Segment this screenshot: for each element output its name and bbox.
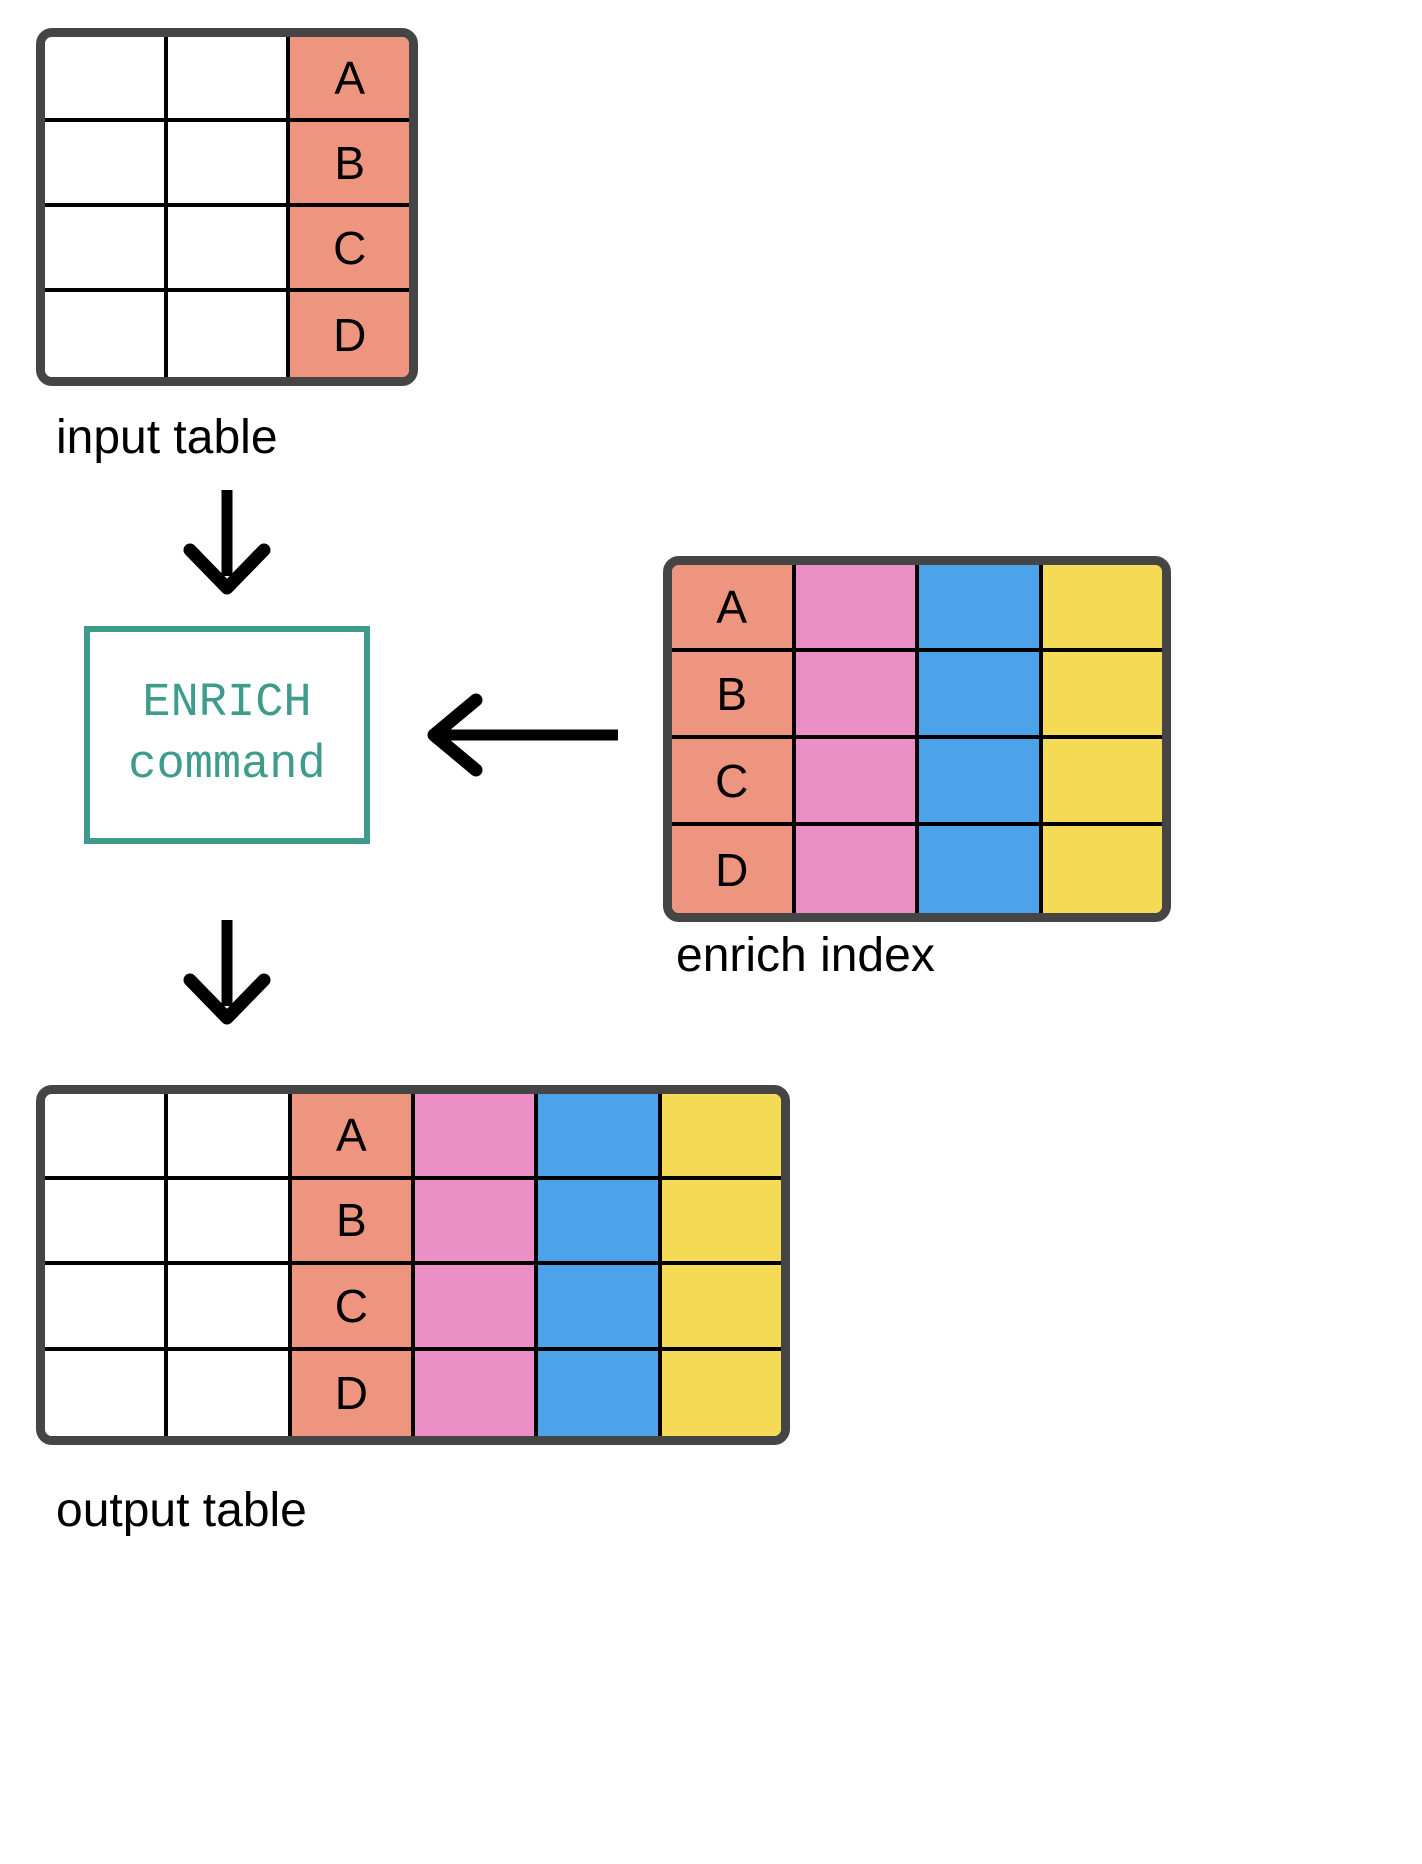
table-cell <box>795 826 919 913</box>
table-row: D <box>672 826 1162 913</box>
table-cell <box>167 207 291 292</box>
table-row: A <box>45 37 409 122</box>
table-cell <box>45 1179 169 1265</box>
table-cell <box>795 565 919 652</box>
table-cell <box>661 1179 781 1265</box>
table-row: D <box>45 292 409 377</box>
enrich-index-caption: enrich index <box>676 929 935 982</box>
table-cell <box>168 1179 292 1265</box>
table-cell <box>168 1350 292 1436</box>
enrich-command-line-1: ENRICH <box>142 676 312 730</box>
table-row: B <box>45 122 409 207</box>
table-cell: A <box>291 1094 415 1180</box>
table-cell: D <box>672 826 796 913</box>
table-row: C <box>45 207 409 292</box>
arrow-index-to-command <box>420 690 620 785</box>
table-cell <box>167 292 291 377</box>
table-cell: A <box>672 565 796 652</box>
table-cell <box>1042 652 1162 739</box>
table-cell <box>167 122 291 207</box>
table-cell <box>661 1350 781 1436</box>
table-row: C <box>45 1265 781 1351</box>
table-cell: C <box>290 207 409 292</box>
table-cell <box>414 1179 539 1265</box>
table-cell: D <box>290 292 409 377</box>
enrich-command-line-2: command <box>128 739 326 792</box>
table-cell: C <box>672 739 796 826</box>
table-cell <box>414 1094 539 1180</box>
arrow-command-to-output <box>172 918 282 1033</box>
table-cell <box>167 37 291 122</box>
table-cell <box>538 1350 662 1436</box>
table-row: A <box>45 1094 781 1180</box>
table-cell <box>414 1350 539 1436</box>
table-row: D <box>45 1350 781 1436</box>
table-cell <box>45 122 168 207</box>
table-cell <box>168 1094 292 1180</box>
table-cell <box>45 1350 169 1436</box>
table-row: B <box>672 652 1162 739</box>
table-cell <box>1042 565 1162 652</box>
table-cell <box>1042 739 1162 826</box>
table-cell <box>919 652 1043 739</box>
table-cell <box>538 1179 662 1265</box>
table-cell <box>45 292 168 377</box>
arrow-input-to-command <box>172 488 282 603</box>
input-table-caption: input table <box>56 411 278 464</box>
table-cell <box>45 207 168 292</box>
table-cell: B <box>290 122 409 207</box>
enrich-command-box[interactable]: ENRICH command <box>84 626 370 844</box>
table-cell <box>795 739 919 826</box>
table-row: C <box>672 739 1162 826</box>
table-cell <box>45 37 168 122</box>
table-cell <box>168 1265 292 1351</box>
table-cell <box>919 565 1043 652</box>
table-cell: C <box>291 1265 415 1351</box>
table-cell <box>661 1094 781 1180</box>
table-row: A <box>672 565 1162 652</box>
table-row: B <box>45 1179 781 1265</box>
table-cell <box>45 1094 169 1180</box>
output-table-caption: output table <box>56 1484 307 1537</box>
table-cell: B <box>291 1179 415 1265</box>
table-cell <box>538 1265 662 1351</box>
table-cell <box>795 652 919 739</box>
table-cell: B <box>672 652 796 739</box>
table-cell <box>661 1265 781 1351</box>
table-cell: A <box>290 37 409 122</box>
table-cell <box>919 739 1043 826</box>
table-cell <box>414 1265 539 1351</box>
table-cell <box>538 1094 662 1180</box>
table-cell <box>45 1265 169 1351</box>
table-cell <box>919 826 1043 913</box>
table-cell <box>1042 826 1162 913</box>
table-cell: D <box>291 1350 415 1436</box>
